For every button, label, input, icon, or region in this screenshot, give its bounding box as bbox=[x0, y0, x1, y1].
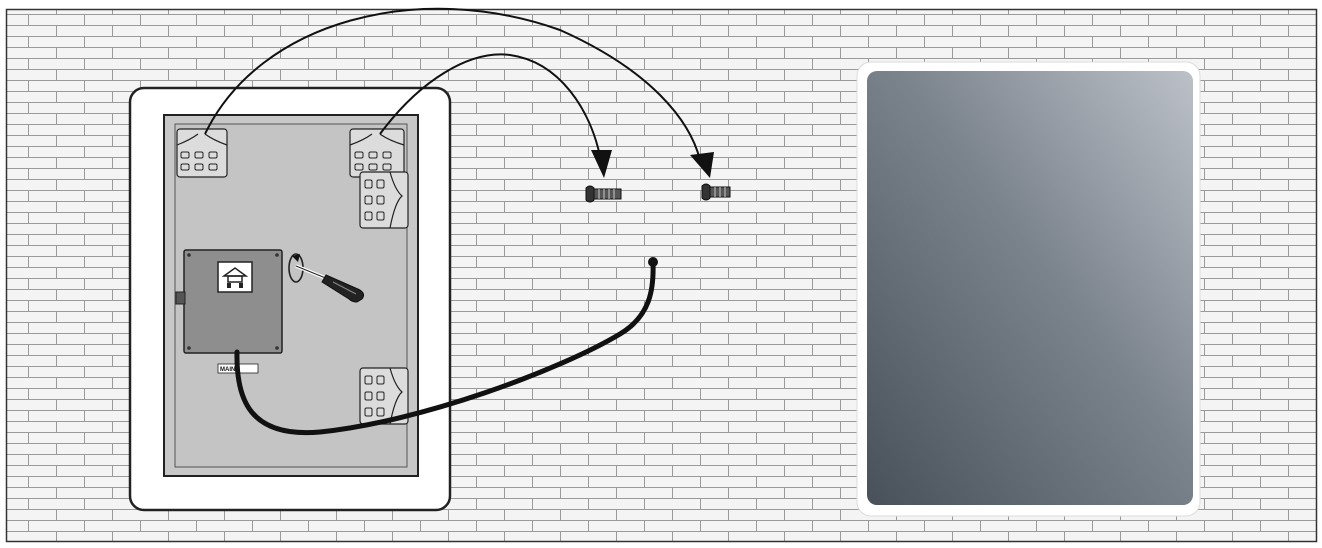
screw-icon bbox=[701, 183, 731, 201]
screw-icon bbox=[585, 185, 622, 203]
hanging-bracket-icon bbox=[359, 171, 409, 229]
junction-box bbox=[175, 249, 283, 354]
arrow-left-bracket-to-right-screw bbox=[204, 7, 701, 161]
hanging-bracket-icon bbox=[176, 128, 228, 178]
mirror-glass bbox=[867, 71, 1193, 505]
arrow-right-bracket-to-left-screw bbox=[379, 53, 601, 157]
wall-screw-left bbox=[585, 185, 622, 203]
mirror-front-view bbox=[856, 61, 1201, 517]
wall-screw-right bbox=[701, 183, 731, 201]
house-symbol-icon bbox=[217, 261, 253, 293]
mains-label-text: MAINS bbox=[220, 367, 239, 373]
hanging-arrows bbox=[204, 7, 714, 178]
hanging-bracket-icon bbox=[349, 128, 405, 178]
screwdriver bbox=[295, 264, 365, 303]
cable-icon bbox=[234, 257, 658, 436]
